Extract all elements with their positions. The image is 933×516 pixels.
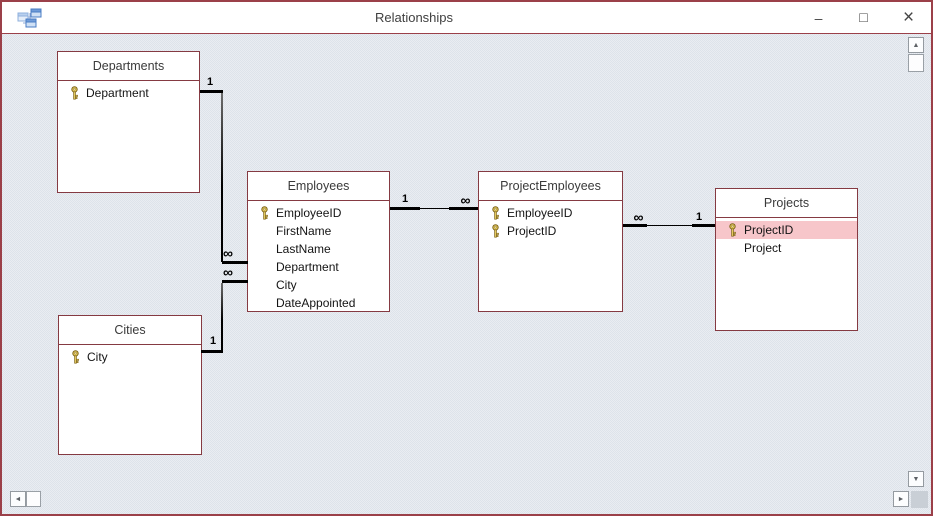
key-icon <box>72 350 79 364</box>
field-row[interactable]: EmployeeID <box>248 204 389 222</box>
scroll-right-button[interactable]: ► <box>893 491 909 507</box>
table-title: Departments <box>58 52 199 81</box>
one-label: 1 <box>695 211 703 223</box>
minimize-icon: – <box>814 9 823 26</box>
one-label: 1 <box>206 76 214 88</box>
relationship-line[interactable] <box>420 208 449 209</box>
key-slot-empty <box>727 241 744 255</box>
close-icon: × <box>902 6 915 28</box>
field-row[interactable]: City <box>248 276 389 294</box>
relationship-bar[interactable] <box>623 224 647 227</box>
maximize-button[interactable]: □ <box>841 2 886 33</box>
key-icon <box>490 206 507 220</box>
key-slot-empty <box>259 278 276 292</box>
scroll-up-button[interactable]: ▲ <box>908 37 924 53</box>
key-icon <box>727 223 744 237</box>
key-icon <box>729 223 736 237</box>
key-icon <box>259 206 276 220</box>
relationship-bar[interactable] <box>222 280 248 283</box>
many-label: ∞ <box>223 245 233 261</box>
table-projectemployees[interactable]: ProjectEmployees EmployeeID ProjectID <box>478 171 623 312</box>
minimize-button[interactable]: – <box>796 2 841 33</box>
key-icon <box>70 350 87 364</box>
horizontal-scrollbar-thumb[interactable] <box>26 491 41 507</box>
one-label: 1 <box>401 193 409 205</box>
field-row[interactable]: ProjectID <box>479 222 622 240</box>
relationship-bar[interactable] <box>201 350 223 353</box>
key-icon <box>71 86 78 100</box>
field-row[interactable]: Department <box>58 84 199 102</box>
field-label: EmployeeID <box>507 206 573 220</box>
key-slot-empty <box>259 242 276 256</box>
key-slot-empty <box>259 260 276 274</box>
field-row[interactable]: FirstName <box>248 222 389 240</box>
field-label: City <box>87 350 108 364</box>
scroll-down-button[interactable]: ▼ <box>908 471 924 487</box>
relationships-icon <box>16 8 44 28</box>
window-controls: – □ × <box>796 2 931 33</box>
vertical-scrollbar-thumb[interactable] <box>908 54 924 72</box>
table-title: Employees <box>248 172 389 201</box>
many-label: ∞ <box>633 209 644 225</box>
field-label: Project <box>744 241 782 255</box>
field-row[interactable]: LastName <box>248 240 389 258</box>
relationship-bar[interactable] <box>692 224 715 227</box>
scroll-left-button[interactable]: ◄ <box>10 491 26 507</box>
key-icon <box>261 206 268 220</box>
field-label: ProjectID <box>507 224 557 238</box>
key-icon <box>492 224 499 238</box>
scroll-down-icon: ▼ <box>912 475 920 483</box>
field-row[interactable]: Department <box>248 258 389 276</box>
field-label: ProjectID <box>744 223 794 237</box>
field-label: City <box>276 278 297 292</box>
field-row[interactable]: EmployeeID <box>479 204 622 222</box>
table-cities[interactable]: Cities City <box>58 315 202 455</box>
relationship-line[interactable] <box>647 225 692 226</box>
key-icon <box>69 86 86 100</box>
scroll-up-icon: ▲ <box>912 41 920 49</box>
field-label: Department <box>86 86 149 100</box>
field-label: DateAppointed <box>276 296 356 310</box>
key-slot-empty <box>259 224 276 238</box>
key-slot-empty <box>259 296 276 310</box>
key-icon <box>490 224 507 238</box>
field-label: EmployeeID <box>276 206 342 220</box>
relationship-line[interactable] <box>221 283 223 350</box>
field-label: LastName <box>276 242 331 256</box>
relationship-bar[interactable] <box>449 207 478 210</box>
close-button[interactable]: × <box>886 2 931 33</box>
many-label: ∞ <box>223 264 233 280</box>
field-label: Department <box>276 260 339 274</box>
scroll-left-icon: ◄ <box>14 495 22 503</box>
titlebar[interactable]: Relationships – □ × <box>2 2 931 33</box>
relationship-bar[interactable] <box>222 261 248 264</box>
table-title: Projects <box>716 189 857 218</box>
maximize-icon: □ <box>859 8 868 25</box>
relationship-bar[interactable] <box>390 207 420 210</box>
table-departments[interactable]: Departments Department <box>57 51 200 193</box>
table-title: Cities <box>59 316 201 345</box>
many-label: ∞ <box>460 192 471 208</box>
scroll-right-icon: ► <box>897 495 905 503</box>
key-icon <box>492 206 499 220</box>
relationships-canvas[interactable]: Departments Department Cities City Emplo… <box>2 33 931 514</box>
field-label: FirstName <box>276 224 332 238</box>
relationship-line[interactable] <box>221 93 223 262</box>
one-label: 1 <box>209 335 217 347</box>
field-row[interactable]: DateAppointed <box>248 294 389 312</box>
window-title: Relationships <box>374 10 454 25</box>
field-row[interactable]: ProjectID <box>716 221 857 239</box>
relationship-bar[interactable] <box>200 90 223 93</box>
field-row[interactable]: City <box>59 348 201 366</box>
table-projects[interactable]: Projects ProjectID Project <box>715 188 858 331</box>
field-row[interactable]: Project <box>716 239 857 257</box>
table-title: ProjectEmployees <box>479 172 622 201</box>
scrollbar-corner <box>911 491 928 508</box>
